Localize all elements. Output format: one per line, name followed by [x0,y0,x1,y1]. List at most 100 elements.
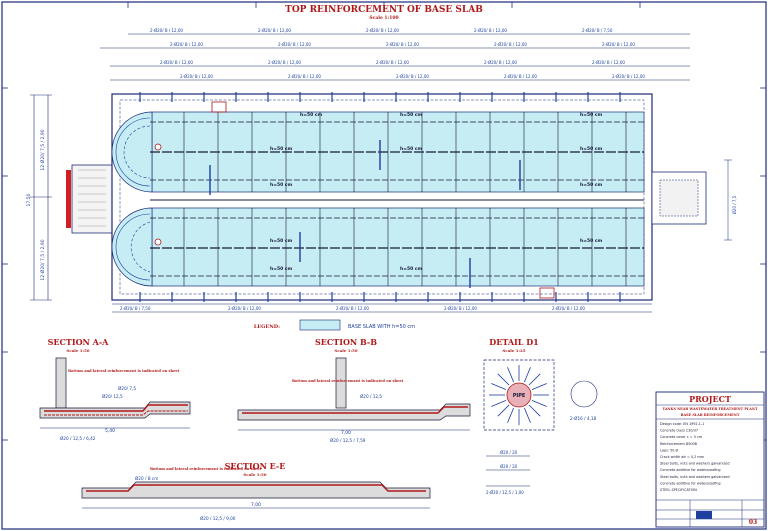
top-rebar-strings [100,33,690,81]
radial-bar [528,404,541,417]
d1-pipe-label: PIPE [513,393,526,399]
small-bar-2: Ø20 / 20 [500,464,518,469]
title-block [655,391,765,528]
legend-swatch [299,319,341,331]
top-bar-label-row4: 2-Ø20/ B / 12,00 [612,74,645,79]
slab-thickness-label: h=50 cm [270,146,292,152]
top-bar-label-row4: 2-Ø20/ B / 12,00 [180,74,213,79]
bb-wall [335,357,347,409]
radial-bar [507,407,515,423]
slab-thickness-label: h=50 cm [270,238,292,244]
slab-thickness-label: h=50 cm [270,182,292,188]
right-dimension [724,159,732,241]
transverse-bars [183,112,627,286]
top-bar-label: 2-Ø20/ B / 12,00 [258,28,291,33]
slab-thickness-label: h=50 cm [580,146,602,152]
radial-bar [491,383,507,391]
radial-bar [523,367,531,383]
top-bar-label-row2: 2-Ø20/ B / 12,00 [494,42,527,47]
section-ee-title: SECTION E-E [225,461,286,471]
note-line: Concrete cover c = 5 cm [660,435,703,439]
company-logo [696,511,712,519]
blue-bar-markers [139,92,621,302]
bb-top-bar [242,406,468,414]
round-end-bars [115,117,151,281]
pump-chamber-hatch [78,169,106,227]
ee-dim: 7,00 [251,502,261,508]
radial-bar [507,367,515,383]
plan-title: TOP REINFORCEMENT OF BASE SLAB [285,5,483,15]
note-line: Concrete class C30/37 [660,429,698,433]
radial-bar [531,383,547,391]
aa-bottom-bar [44,410,188,416]
ring-bar-detail [570,380,598,408]
note-line: Design code: EN 1992-1-1 [660,422,704,426]
basin-bottom-round [111,207,153,287]
title-block-heading: PROJECT [689,394,731,404]
slab-thickness-label: h=50 cm [400,112,422,118]
small-bar-1: Ø20 / 20 [500,450,518,455]
slab-thickness-label: h=50 cm [400,266,422,272]
bottom-bar-label: 2-Ø20/ B / 12,00 [336,306,369,311]
ee-note: Bottom and lateral reinforcement is indi… [150,467,262,471]
radial-bar [528,373,541,386]
section-aa-title: SECTION A-A [48,337,110,347]
bottom-bar-label: 2-Ø20/ B / 12,00 [444,306,477,311]
slab-labels: h=50 cm h=50 cm h=50 cm h=50 cm h=50 cm h=50 … [270,112,602,272]
basin-bottom [151,207,645,287]
aa-top-bar [44,404,188,412]
slab-thickness-label: h=50 cm [400,146,422,152]
radial-bar [531,399,547,407]
project-subtitle: BASE SLAB REINFORCEMENT [681,413,740,417]
aa-wall [55,357,67,409]
note-line: Reinforcement B500B [660,442,698,446]
top-bar-label-row3: 2-Ø20/ B / 12,00 [268,60,301,65]
pump-chamber-left [71,164,113,234]
section-bb-scale: Scale 1:50 [334,348,357,353]
ring-bar-label: 2-Ø16 / 4,18 [570,416,597,421]
ee-bottom-label: Ø20 / 12,5 / 9,00 [200,516,236,521]
note-line: Crack width wk = 0,2 mm [660,455,705,459]
section-bb-title: SECTION B-B [315,337,377,347]
bb-bottom-label: Ø20 / 12,5 / 7,59 [330,438,366,443]
note-line: Concrete additive for waterproofing [660,481,721,485]
aa-dim: 5,40 [105,428,115,434]
aa-bar1: Ø20/ 12,5 [102,394,123,399]
note-line: STEEL SPECIFICATION [660,488,697,492]
left-bar-label: 12-Ø20/ 7,5 / 2,90 [39,129,46,170]
ee-top-bar [86,484,426,492]
left-bar-label-2: 12-Ø20/ 7,5 / 2,90 [39,239,46,280]
small-bar-3: 2-Ø20 / 12,5 / 1,00 [486,490,524,495]
top-bar-label-row2: 2-Ø20/ B / 12,00 [278,42,311,47]
bottom-bar-label: 2-Ø20/ B / 7,50 [120,306,151,311]
radial-bar [497,404,510,417]
top-bar-label-row3: 2-Ø20/ B / 12,00 [592,60,625,65]
ee-slab [81,481,431,499]
top-bar-label-row4: 2-Ø20/ B / 12,00 [396,74,429,79]
bb-dim: 7,00 [341,430,351,436]
top-bar-label-row3: 2-Ø20/ B / 12,00 [484,60,517,65]
note-line: Concrete additive for waterproofing [660,468,721,472]
legend-text: BASE SLAB WITH h=50 cm [348,324,415,330]
pipe-chamber-inner [659,179,699,217]
top-bar-label-row4: 2-Ø20/ B / 12,00 [504,74,537,79]
left-dimension [30,94,52,301]
aa-bottom-label: Ø20 / 12,5 / 6,42 [60,436,96,441]
sheet-number: 03 [749,519,757,526]
section-aa-scale: Scale 1:50 [66,348,89,353]
radial-bar [523,407,531,423]
d1-pipe [506,382,532,408]
bb-note: Bottom and lateral reinforcement is indi… [292,379,404,383]
legend-label: LEGEND: [254,324,280,330]
note-line: Steel bolts, nuts and washers galvanized [660,475,729,479]
bottom-bar-labels: 2-Ø20/ B / 7,50 2-Ø20/ B / 12,00 2-Ø20/ B … [120,306,585,311]
top-bar-label: 2-Ø20/ B / 12,00 [474,28,507,33]
plan-scale: Scale 1:100 [369,15,398,21]
small-bar-details [486,455,530,487]
top-bar-label-row2: 2-Ø20/ B / 12,00 [386,42,419,47]
bb-slab [237,403,471,421]
top-bar-label: 2-Ø20/ B / 7,50 [582,28,613,33]
top-bar-label-row3: 2-Ø20/ B / 12,00 [160,60,193,65]
aa-bar2: Ø20/ 7,5 [118,386,136,391]
